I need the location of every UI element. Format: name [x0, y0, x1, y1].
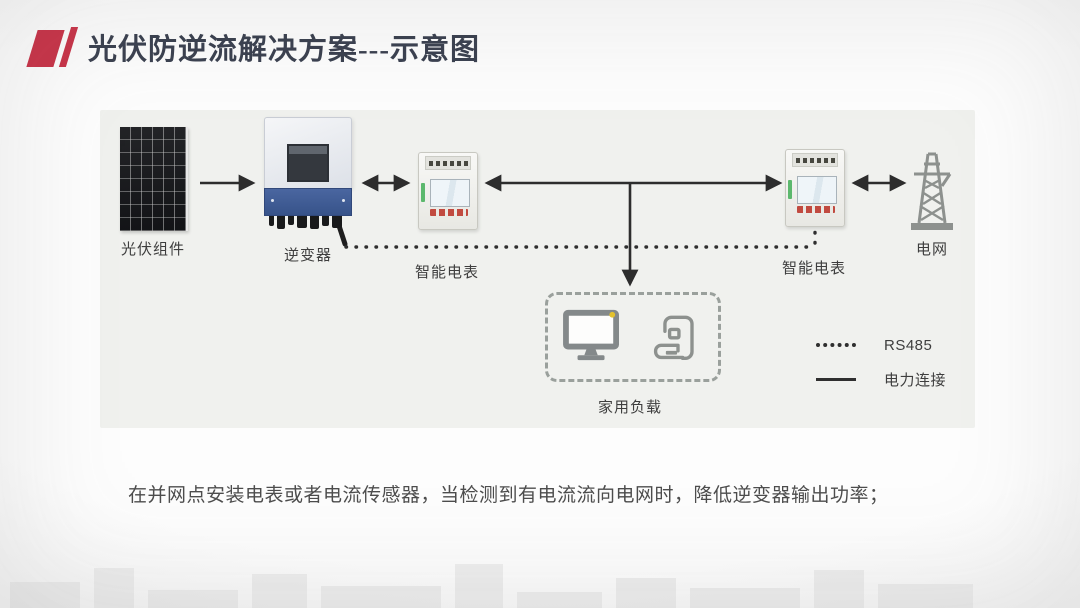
- legend: RS485 电力连接: [816, 334, 946, 390]
- slide-note: 在并网点安装电表或者电流传感器，当检测到有电流流向电网时，降低逆变器输出功率；: [128, 485, 889, 506]
- meter-right-label: 智能电表: [781, 260, 846, 277]
- monitor-icon: [561, 308, 623, 367]
- city-skyline-watermark: [0, 546, 1080, 608]
- meter-lcd: [430, 179, 470, 207]
- meter-buttons: [797, 206, 835, 213]
- meter-left-label: 智能电表: [414, 264, 479, 281]
- inverter-blue-band: [264, 188, 352, 216]
- inverter-connectors: [264, 216, 352, 229]
- legend-row-power: 电力连接: [816, 368, 946, 390]
- meter-lcd: [797, 176, 837, 204]
- inverter-label: 逆变器: [283, 247, 332, 264]
- legend-label-power: 电力连接: [884, 371, 947, 389]
- power-line-sample: [816, 377, 856, 381]
- page-title: 光伏防逆流解决方案---示意图: [88, 34, 480, 66]
- meter-buttons: [430, 209, 468, 216]
- smart-meter-icon: [785, 149, 845, 227]
- inverter-body: [264, 117, 352, 188]
- solar-panel-icon: [120, 127, 188, 231]
- diagram-panel: 光伏组件 逆变器 智能电表: [100, 110, 975, 428]
- red-slash-icon: [26, 27, 79, 67]
- inverter-display-window: [287, 144, 329, 182]
- household-load-box: [545, 292, 721, 382]
- load-label: 家用负载: [597, 399, 662, 416]
- rs485-dotted-line-sample: [816, 343, 856, 347]
- inverter-icon: [264, 117, 352, 229]
- meter-terminals: [792, 153, 838, 167]
- transmission-tower-icon: [906, 144, 958, 239]
- legend-row-rs485: RS485: [816, 334, 946, 356]
- grid-label: 电网: [915, 241, 948, 258]
- title-bar: 光伏防逆流解决方案---示意图: [26, 26, 480, 68]
- pv-label: 光伏组件: [120, 241, 185, 258]
- legend-label-rs485: RS485: [884, 336, 933, 354]
- meter-green-strip: [788, 180, 792, 199]
- coffee-machine-icon: [651, 307, 705, 368]
- meter-terminals: [425, 156, 471, 170]
- meter-green-strip: [421, 183, 425, 202]
- smart-meter-icon: [418, 152, 478, 230]
